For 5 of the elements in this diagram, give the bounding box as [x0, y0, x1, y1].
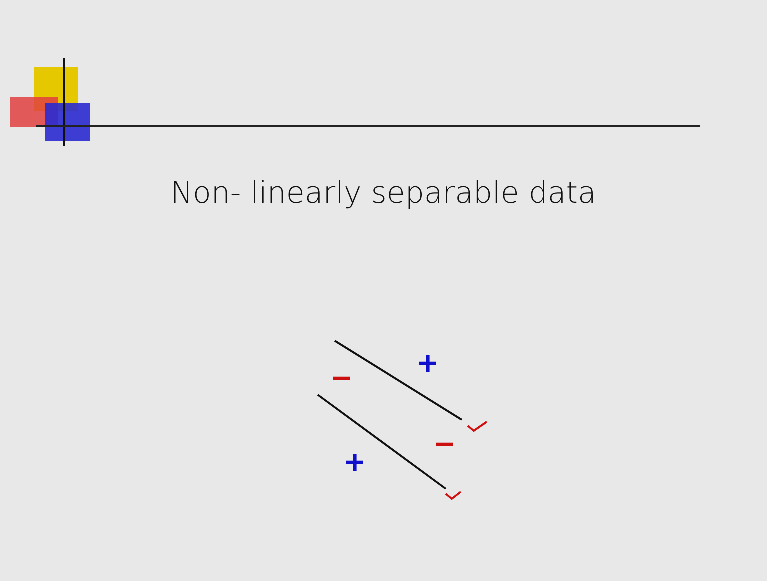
slide-title: Non- linearly separable data: [170, 176, 598, 211]
minus-sign: −: [435, 428, 455, 462]
plus-sign: +: [418, 347, 438, 381]
plus-sign: +: [345, 446, 365, 480]
minus-sign: −: [332, 362, 352, 396]
